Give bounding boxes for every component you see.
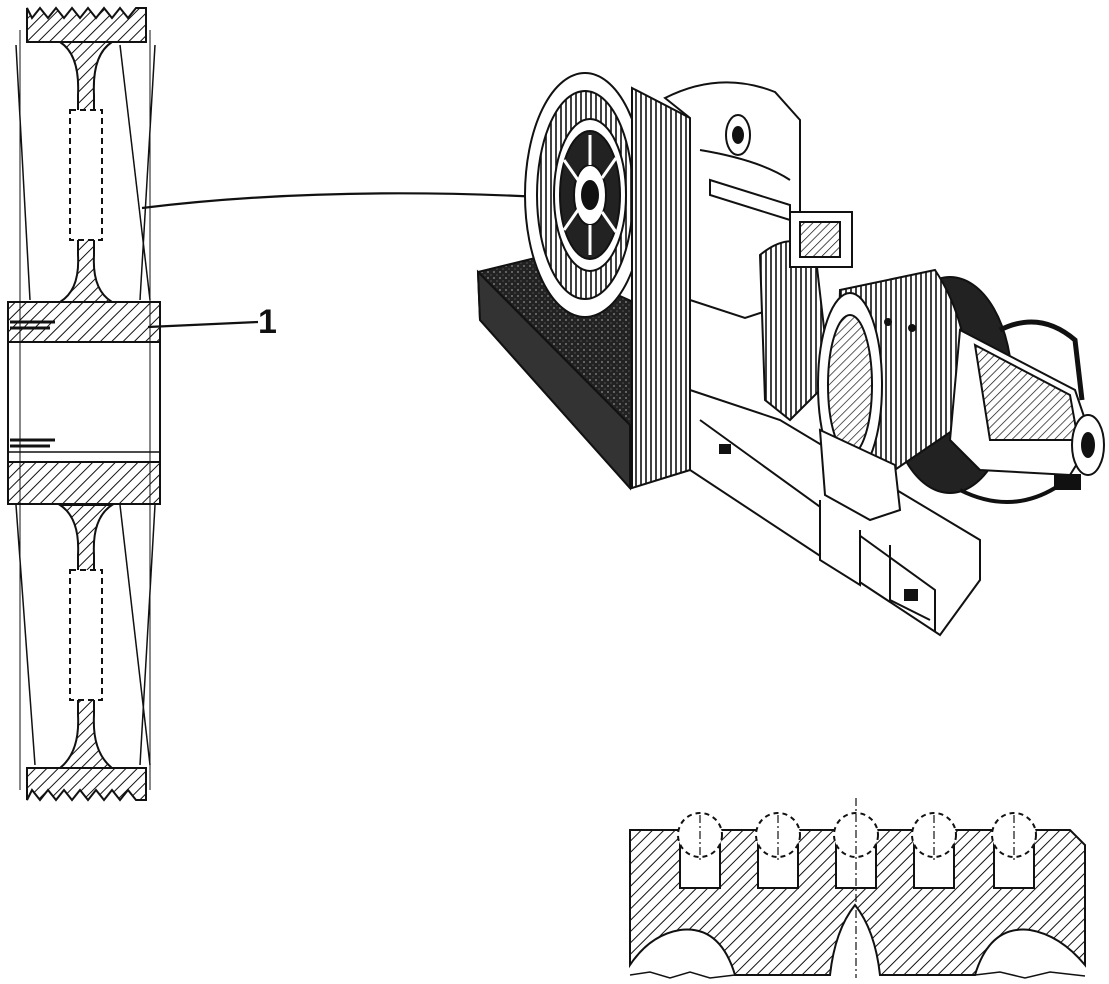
exciter-pipe bbox=[998, 319, 1085, 401]
drive-shaft bbox=[709, 178, 791, 222]
motor-foot bbox=[818, 428, 902, 522]
spoke-insert-top bbox=[69, 109, 103, 241]
drive-belt bbox=[631, 86, 691, 490]
top-rim bbox=[26, 6, 147, 43]
break-line bbox=[629, 971, 736, 979]
bottom-rim bbox=[26, 767, 147, 802]
groove-profile-section bbox=[629, 798, 1086, 979]
groove-block bbox=[629, 829, 1086, 976]
callout-1-label: 1 bbox=[258, 303, 277, 341]
hub-bottom-band bbox=[7, 461, 161, 505]
pulley-hub bbox=[581, 180, 599, 210]
callout-1-leader bbox=[147, 320, 259, 329]
machine-assembly bbox=[476, 72, 1105, 637]
pulley-cross-section bbox=[7, 6, 161, 802]
leader-line-to-machine bbox=[141, 192, 561, 210]
hub-body bbox=[7, 341, 161, 463]
spoke-insert-bottom bbox=[69, 569, 103, 701]
